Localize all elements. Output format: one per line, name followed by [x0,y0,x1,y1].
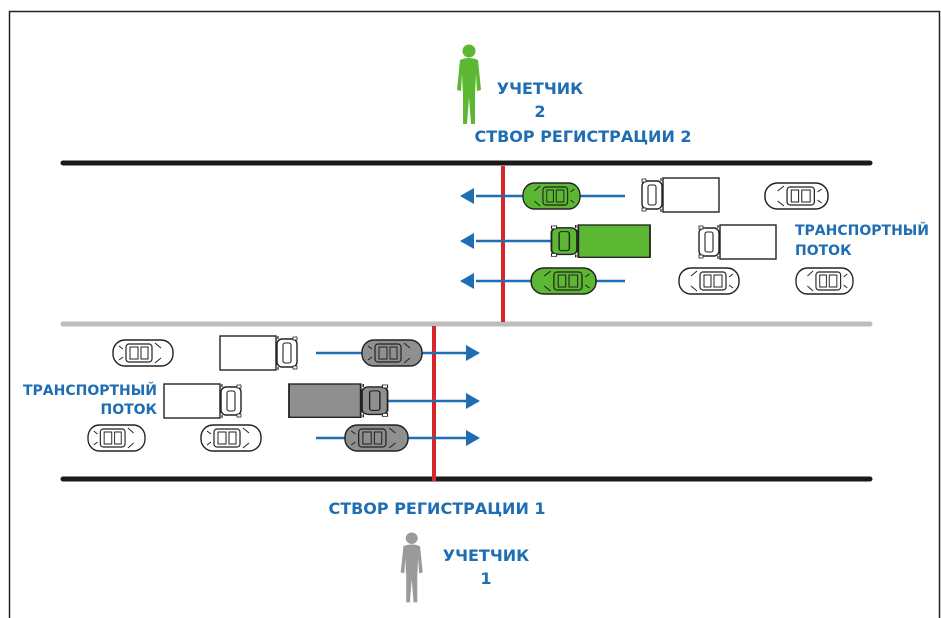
grey-car-2 [344,424,409,452]
green-car-1 [522,182,581,210]
green-truck [550,224,651,259]
white-truck-1 [641,177,720,213]
white-car-5 [87,424,146,452]
white-car-1 [764,182,829,210]
counted-vehicles-upper [522,182,651,295]
white-car-6 [200,424,262,452]
flow-lower-line2: ПОТОК [100,402,157,418]
registration-line-2-label: СТВОР РЕГИСТРАЦИИ 2 [474,127,691,146]
person-icon-counter-2 [457,44,481,124]
lower-arrowhead-3 [466,430,480,446]
white-car-2 [678,267,740,295]
white-truck-3 [219,335,298,371]
upper-arrowhead-1 [460,188,474,204]
upper-arrowhead-2 [460,233,474,249]
white-car-4 [112,339,174,367]
counted-vehicles-lower [288,339,423,452]
lower-arrowhead-2 [466,393,480,409]
grey-car-1 [361,339,423,367]
upper-arrowhead-3 [460,273,474,289]
white-truck-2 [698,224,777,260]
counter-2-number: 2 [534,102,545,121]
flow-lower-line1: ТРАНСПОРТНЫЙ [23,382,157,399]
lower-arrowhead-1 [466,345,480,361]
counter-1-title: УЧЕТЧИК [443,546,530,565]
counter-2-title: УЧЕТЧИК [497,79,584,98]
registration-line-1-label: СТВОР РЕГИСТРАЦИИ 1 [328,499,545,518]
white-car-3 [795,267,854,295]
white-truck-4 [163,383,242,419]
grey-truck [288,383,389,419]
flow-upper-line2: ПОТОК [795,243,852,259]
flow-upper-line1: ТРАНСПОРТНЫЙ [795,222,929,239]
person-icon-counter-1 [400,532,423,603]
counter-1-number: 1 [480,569,491,588]
image-frame [8,10,941,618]
green-car-2 [530,267,597,295]
